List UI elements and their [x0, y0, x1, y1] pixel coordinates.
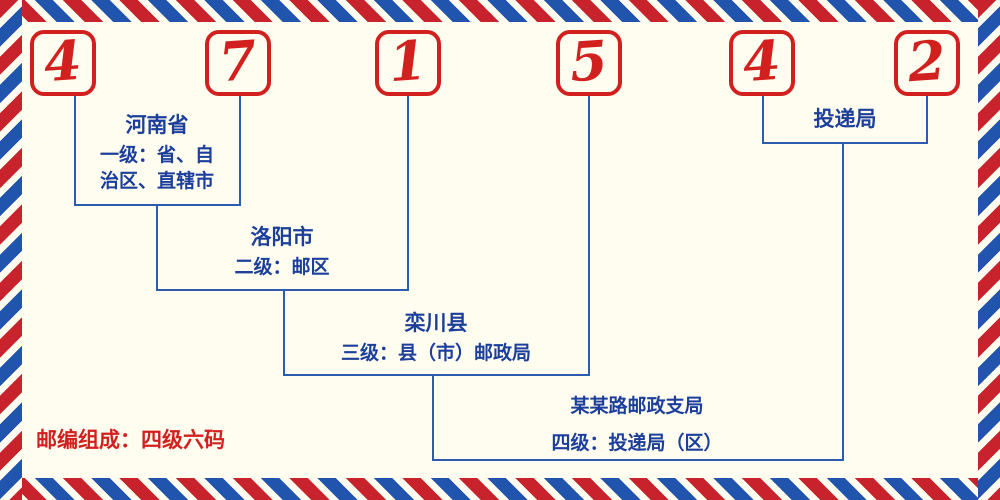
digit-box-4: 5	[556, 27, 622, 96]
airmail-border-bottom	[0, 478, 1000, 500]
connector-line	[283, 291, 285, 376]
connector-line	[432, 376, 434, 461]
level3-description: 三级：县（市）邮政局	[340, 342, 531, 365]
level2-description: 二级：邮区	[234, 256, 330, 279]
level2-region-name: 洛阳市	[250, 225, 314, 249]
postal-digit-4: 5	[567, 27, 610, 95]
connector-line	[156, 206, 158, 291]
digit-box-6: 2	[894, 27, 960, 96]
level1-description: 一级：省、自治区、直辖市	[99, 144, 214, 192]
airmail-border-top	[0, 0, 1000, 22]
connector-line	[432, 459, 844, 461]
postal-code-composition-note: 邮编组成：四级六码	[36, 428, 225, 452]
level4-description: 四级：投递局（区）	[551, 431, 723, 454]
connector-line	[926, 96, 928, 144]
delivery-office-label: 投递局	[763, 106, 927, 133]
postal-digit-2: 7	[216, 27, 259, 95]
digit-box-2: 7	[205, 27, 271, 96]
connector-line	[74, 96, 76, 206]
delivery-office-name: 投递局	[813, 107, 877, 131]
postal-digit-1: 4	[41, 27, 84, 95]
airmail-border-right	[978, 0, 1000, 500]
connector-line	[762, 142, 928, 144]
level3-label: 栾川县 三级：县（市）邮政局	[286, 310, 586, 367]
postal-digit-6: 2	[905, 27, 948, 95]
digit-box-5: 4	[729, 27, 795, 96]
airmail-border-left	[0, 0, 22, 500]
connector-line	[842, 144, 844, 461]
postal-digit-5: 4	[740, 27, 783, 95]
connector-line	[74, 204, 241, 206]
connector-line	[239, 96, 241, 206]
level1-label: 河南省 一级：省、自治区、直辖市	[82, 112, 232, 195]
level4-office-name: 某某路邮政支局	[570, 395, 704, 417]
connector-line	[283, 374, 590, 376]
level4-label: 某某路邮政支局 四级：投递局（区）	[462, 394, 812, 456]
connector-line	[588, 96, 590, 376]
level2-label: 洛阳市 二级：邮区	[157, 224, 407, 281]
connector-line	[156, 289, 409, 291]
connector-line	[407, 96, 409, 291]
level3-region-name: 栾川县	[404, 311, 468, 335]
postal-digit-3: 1	[386, 27, 429, 95]
digit-box-1: 4	[30, 27, 96, 96]
digit-box-3: 1	[375, 27, 441, 96]
level1-region-name: 河南省	[125, 113, 189, 137]
connector-line	[762, 96, 764, 144]
